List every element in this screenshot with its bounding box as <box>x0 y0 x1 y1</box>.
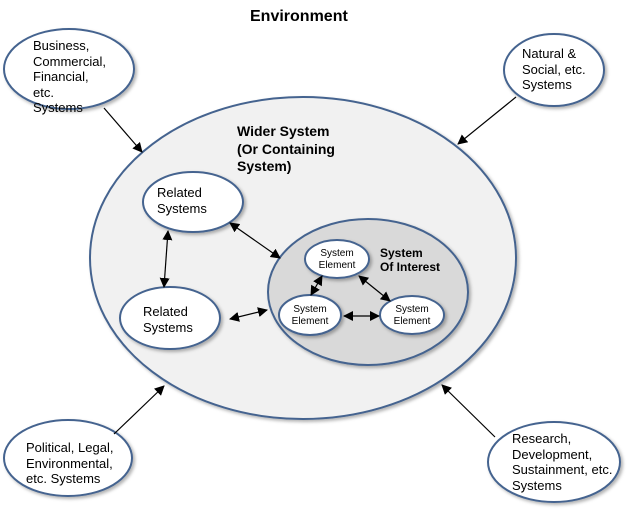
business-systems-ellipse <box>3 28 135 110</box>
arrow-element-top-to-left <box>310 275 323 296</box>
research-development-systems-ellipse <box>487 421 621 503</box>
wider-system-label: Wider System (Or Containing System) <box>237 123 335 174</box>
natural-social-systems-label: Natural & Social, etc. Systems <box>522 46 586 93</box>
system-element-right-ellipse <box>379 295 445 335</box>
arrow-related-bottom-to-soi <box>229 307 268 322</box>
political-legal-systems-label: Political, Legal, Environmental, etc. Sy… <box>26 440 114 487</box>
system-element-top-label: System Element <box>318 248 356 271</box>
arrow-business-to-wider <box>103 107 143 153</box>
system-element-left-ellipse <box>278 294 342 336</box>
arrow-element-top-to-right <box>358 275 391 302</box>
arrow-research-to-wider <box>441 384 496 438</box>
related-systems-top-label: Related Systems <box>157 185 207 216</box>
business-systems-label: Business, Commercial, Financial, etc. Sy… <box>33 38 106 116</box>
related-systems-top-ellipse <box>142 171 244 233</box>
arrow-related-top-to-related-bottom <box>159 230 173 288</box>
arrow-political-to-wider <box>113 385 165 435</box>
natural-social-systems-ellipse <box>503 33 605 107</box>
system-of-interest-label: System Of Interest <box>380 246 441 275</box>
political-legal-systems-ellipse <box>3 419 133 497</box>
arrow-natural-to-wider <box>457 96 517 145</box>
system-element-right-label: System Element <box>393 304 431 327</box>
system-element-left-label: System Element <box>291 304 329 327</box>
system-of-interest-ellipse <box>267 218 469 366</box>
arrow-related-top-to-soi <box>229 222 281 259</box>
environment-title: Environment <box>250 8 348 25</box>
system-element-top-ellipse <box>304 239 370 279</box>
research-development-systems-label: Research, Development, Sustainment, etc.… <box>512 431 613 493</box>
related-systems-bottom-label: Related Systems <box>143 304 193 335</box>
